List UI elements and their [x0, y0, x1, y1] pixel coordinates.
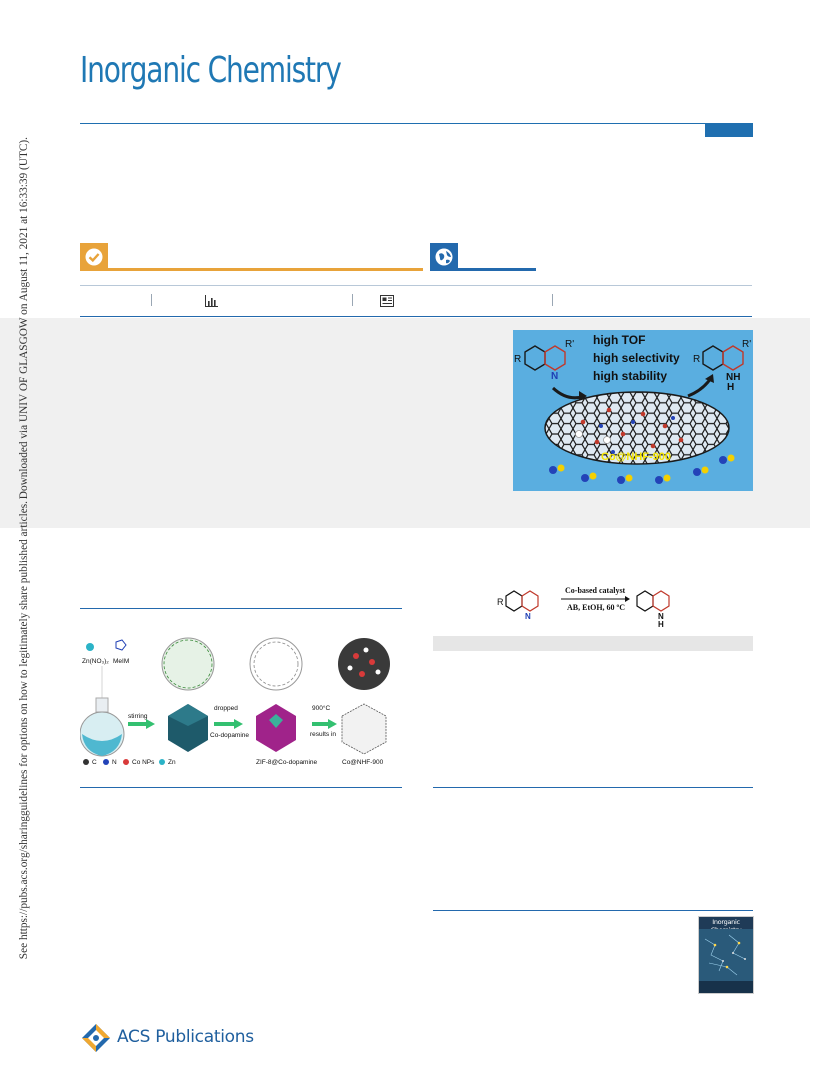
download-notice-line: See https://pubs.acs.org/sharingguidelin… — [18, 501, 30, 960]
nh-label: NH — [726, 372, 740, 383]
r-prime-label: R' — [565, 339, 574, 350]
section-rule — [433, 787, 753, 788]
badge-underline — [108, 268, 423, 271]
section-rule — [433, 910, 753, 911]
product-label: ZIF-8@Co-dopamine — [256, 759, 318, 766]
legend-label: C — [92, 759, 97, 766]
header-tab — [705, 123, 753, 137]
nh-label: N — [658, 612, 664, 621]
bar-chart-icon[interactable] — [205, 294, 218, 312]
quinoline-structure — [524, 345, 566, 371]
publisher-name: ACS Publications — [117, 1027, 254, 1047]
acs-logo-icon — [80, 1022, 112, 1054]
header-rule — [80, 123, 752, 124]
h-label: H — [727, 382, 734, 393]
download-notice: Downloaded via UNIV OF GLASGOW on August… — [2, 137, 46, 959]
figure-rule-bottom — [80, 787, 402, 788]
check-circle-badge[interactable] — [80, 243, 108, 271]
catalyst-label: Co@NHF-900 — [601, 451, 671, 463]
journal-title: Inorganic Chemistry — [80, 50, 342, 91]
metrics-divider — [552, 294, 553, 306]
h-label: H — [658, 620, 664, 628]
tetrahydroquinoline-structure — [702, 345, 744, 371]
synthesis-figure: Zn(NO₃)₂ MeIM stirring dropped Co-dopami… — [79, 636, 402, 770]
table-header-bar — [433, 636, 753, 651]
step-label: Co-dopamine — [210, 732, 249, 739]
product-label: Co@NHF-900 — [342, 759, 384, 766]
feature-label: high selectivity — [593, 351, 680, 365]
article-icon[interactable] — [380, 294, 394, 312]
toc-graphic: R R' N high TOF high selectivity high st… — [513, 330, 753, 491]
metrics-rule-top — [80, 285, 752, 286]
step-label: 900°C — [312, 704, 330, 712]
badge-underline — [458, 268, 536, 271]
n-label: N — [551, 371, 558, 382]
n-label: N — [525, 612, 531, 621]
metrics-divider — [352, 294, 353, 306]
legend-label: Zn — [168, 759, 176, 766]
ammonia-borane-molecules — [549, 454, 735, 484]
check-circle-icon — [85, 248, 103, 266]
conditions-label: AB, EtOH, 60 ºC — [567, 603, 625, 612]
globe-badge[interactable] — [430, 243, 458, 271]
feature-label: high stability — [593, 369, 667, 383]
r-label: R — [497, 597, 504, 607]
reaction-scheme: R N Co-based catalyst AB, EtOH, 60 ºC N … — [495, 582, 695, 629]
feature-label: high TOF — [593, 333, 645, 347]
step-label: results in — [310, 731, 336, 738]
download-notice-line: Downloaded via UNIV OF GLASGOW on August… — [18, 136, 30, 500]
legend-label: N — [112, 759, 117, 766]
metrics-divider — [151, 294, 152, 306]
metrics-rule-bottom — [80, 316, 752, 317]
reagent-label: MeIM — [113, 658, 129, 665]
reagent-label: Zn(NO₃)₂ — [82, 658, 109, 665]
globe-icon — [435, 248, 453, 266]
r-prime-label: R' — [742, 339, 751, 350]
r-label: R — [693, 354, 700, 365]
step-label: dropped — [214, 705, 238, 712]
catalyst-label: Co-based catalyst — [565, 586, 626, 595]
step-label: stirring — [128, 713, 148, 720]
legend-label: Co NPs — [132, 759, 155, 766]
r-label: R — [514, 354, 521, 365]
journal-cover-thumbnail[interactable]: Inorganic Chemistry — [698, 916, 754, 994]
figure-rule-top — [80, 608, 402, 609]
